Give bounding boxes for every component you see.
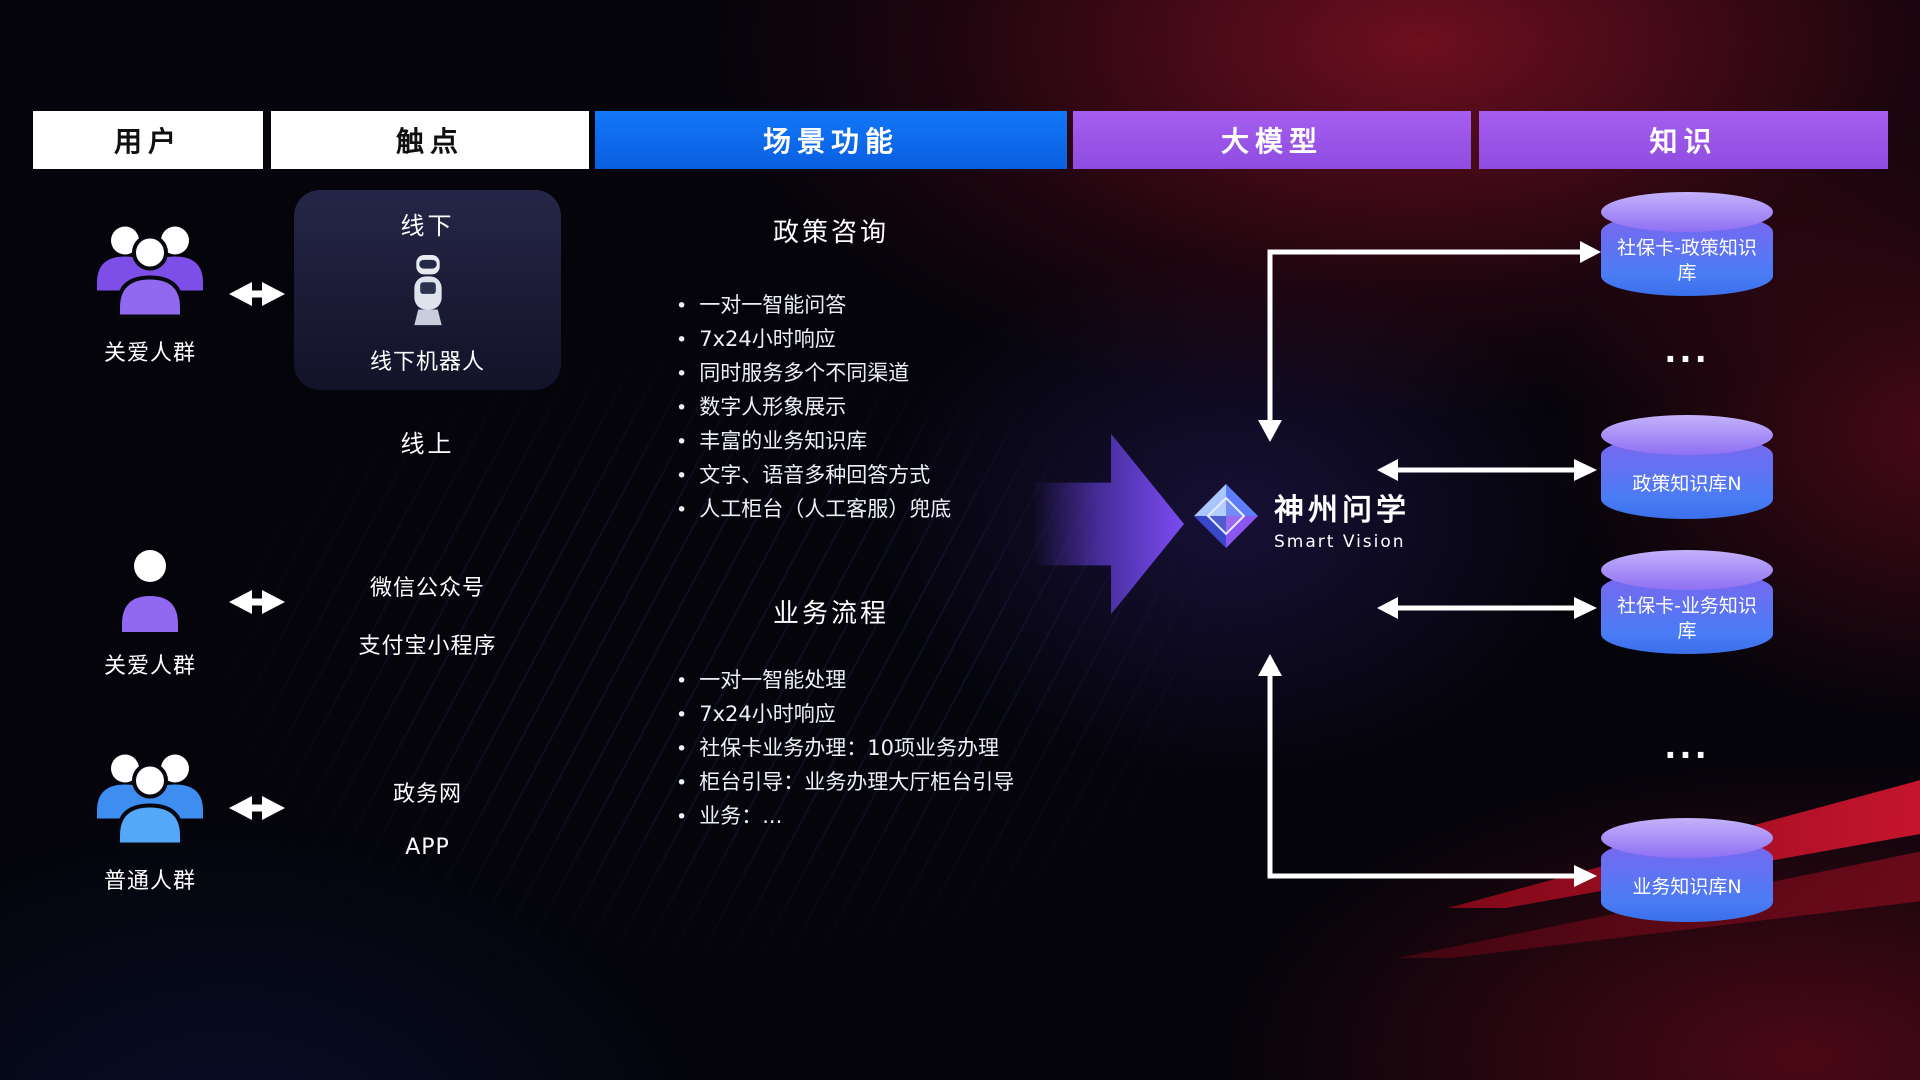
brand-name: 神州问学 — [1274, 492, 1410, 528]
bullet-item: 社保卡业务办理：10项业务办理 — [676, 732, 1014, 766]
knowledge-db-business-n: 业务知识库N — [1601, 838, 1773, 922]
knowledge-db-business-sscard: 社保卡-业务知识库 — [1601, 570, 1773, 654]
header-col-knowledge: 知识 — [1479, 111, 1888, 169]
knowledge-db-policy-sscard: 社保卡-政策知识库 — [1601, 212, 1773, 296]
offline-title: 线下 — [400, 212, 455, 240]
brand-logo: 神州问学 Smart Vision — [1192, 482, 1410, 554]
brand-subtitle: Smart Vision — [1274, 531, 1406, 552]
person-purple-icon — [119, 548, 181, 638]
db-label: 社保卡-业务知识库 — [1617, 595, 1757, 642]
scenario-policy-title: 政策咨询 — [772, 218, 889, 248]
ellipsis-bottom: ... — [1664, 728, 1710, 766]
ellipsis-top: ... — [1664, 332, 1710, 370]
header-col-users: 用户 — [33, 111, 263, 169]
group-people-purple-icon — [85, 216, 215, 325]
bullet-item: 人工柜台（人工客服）兜底 — [676, 493, 951, 527]
bullet-item: 一对一智能问答 — [676, 289, 951, 323]
policy-bullet-list: 一对一智能问答 7x24小时响应 同时服务多个不同渠道 数字人形象展示 丰富的业… — [676, 289, 951, 527]
bullet-item: 一对一智能处理 — [676, 664, 1014, 698]
bullet-item: 文字、语音多种回答方式 — [676, 459, 951, 493]
user-group-general: 普通人群 — [70, 744, 230, 895]
db-label: 业务知识库N — [1632, 875, 1742, 898]
group-people-blue-icon — [85, 744, 215, 853]
db-label: 社保卡-政策知识库 — [1617, 237, 1757, 284]
bullet-item: 柜台引导：业务办理大厅柜台引导 — [676, 766, 1014, 800]
bullet-item: 同时服务多个不同渠道 — [676, 357, 951, 391]
offline-robot-label: 线下机器人 — [369, 350, 485, 375]
online-title: 线上 — [400, 430, 455, 458]
offline-touchpoint-panel: 线下 线下机器人 — [294, 190, 561, 390]
header-col-model: 大模型 — [1073, 111, 1471, 169]
scenario-process-title: 业务流程 — [772, 599, 889, 629]
touchpoint-wechat: 微信公众号 — [369, 576, 485, 601]
knowledge-db-policy-n: 政策知识库N — [1601, 435, 1773, 519]
bullet-item: 业务：... — [676, 800, 1014, 834]
diamond-logo-icon — [1192, 482, 1260, 554]
user-group-care-online: 关爱人群 — [70, 548, 230, 680]
touchpoint-gov-web: 政务网 — [392, 782, 462, 807]
bullet-item: 7x24小时响应 — [676, 698, 1014, 732]
touchpoint-alipay: 支付宝小程序 — [358, 634, 497, 659]
user-label: 普通人群 — [103, 869, 196, 894]
db-label: 政策知识库N — [1632, 472, 1742, 495]
user-label: 关爱人群 — [103, 654, 196, 679]
header-col-touchpoints: 触点 — [271, 111, 589, 169]
bullet-item: 7x24小时响应 — [676, 323, 951, 357]
bullet-item: 丰富的业务知识库 — [676, 425, 951, 459]
process-bullet-list: 一对一智能处理 7x24小时响应 社保卡业务办理：10项业务办理 柜台引导：业务… — [676, 664, 1014, 834]
touchpoint-app: APP — [405, 835, 450, 860]
user-group-care-offline: 关爱人群 — [70, 216, 230, 367]
header-col-scenarios: 场景功能 — [595, 111, 1067, 169]
user-label: 关爱人群 — [103, 341, 196, 366]
robot-icon — [406, 253, 450, 333]
bullet-item: 数字人形象展示 — [676, 391, 951, 425]
